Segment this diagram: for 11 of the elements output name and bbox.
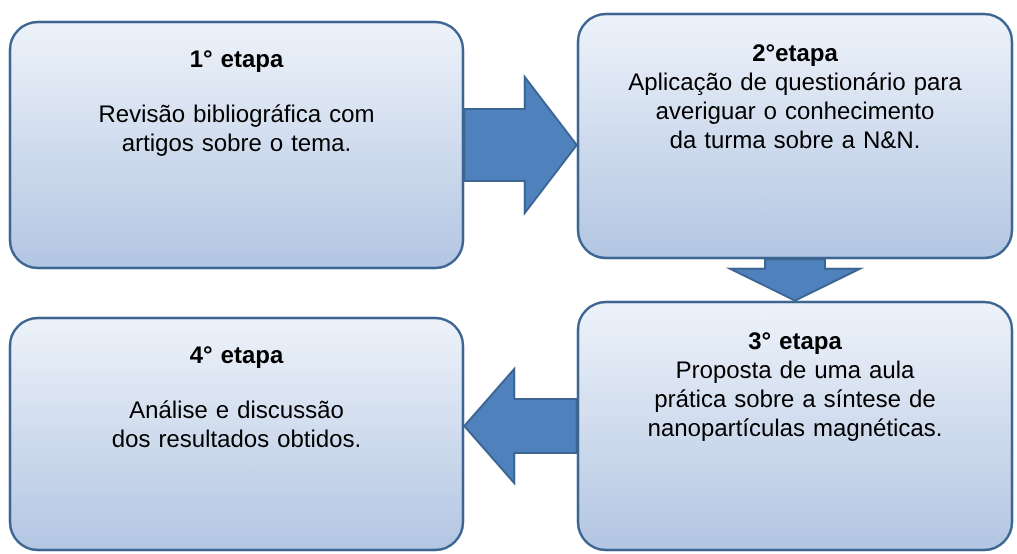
step-box: [8, 316, 465, 552]
block-arrow: [463, 74, 578, 216]
step-text: 1° etapa Revisão bibliográfica com artigos sobre o tema.: [100, 50, 373, 156]
step-box: [576, 12, 1014, 260]
step-text: 4° etapa Análise e discussão dos resultados obtidos.: [112, 346, 359, 448]
step-box: [8, 20, 465, 270]
step-text: 3° etapa Proposta de uma aula prática sobre a síntese de nanopartículas magnéticas.: [649, 332, 941, 441]
block-arrow: [462, 366, 578, 486]
step-text: 2°etapa Aplicação de questionário para averiguar o conhecimento da turma sobre a N&N.: [628, 44, 962, 149]
block-arrow: [725, 258, 865, 302]
step-box: [576, 300, 1014, 552]
